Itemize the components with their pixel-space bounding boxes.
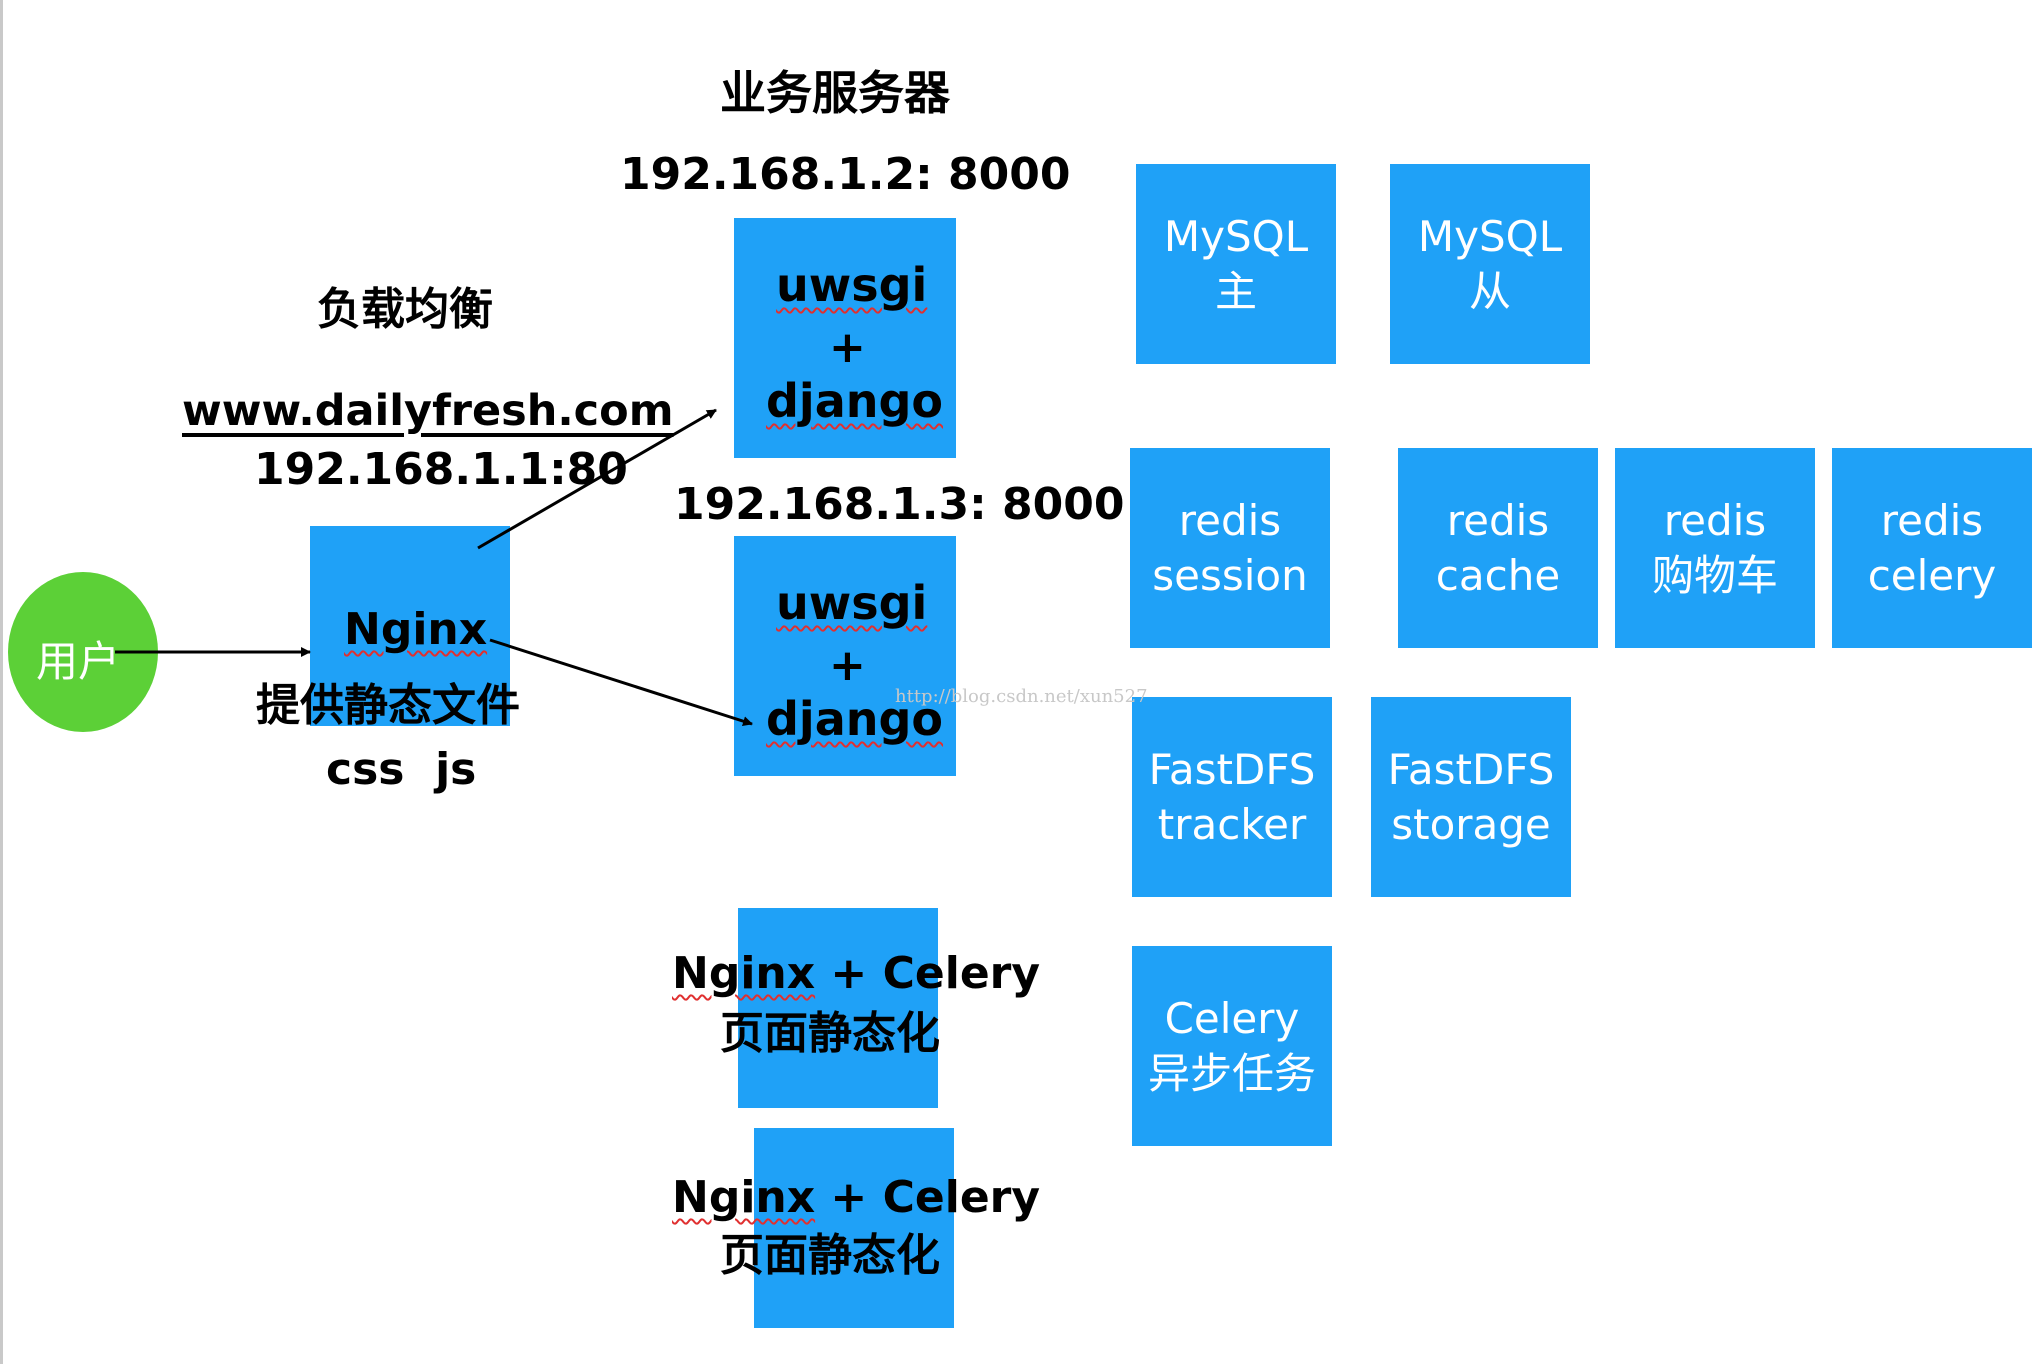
fastdfs-storage-box: FastDFS storage [1371, 697, 1571, 897]
redis-cart-label: redis 购物车 [1615, 448, 1815, 648]
nginx-label: Nginx [344, 604, 488, 655]
celery-async-line1: Celery [1164, 993, 1300, 1043]
app-server-2-box [734, 536, 956, 776]
arrow-nginx-to-server2 [489, 638, 753, 727]
redis-session-line1: redis [1178, 495, 1282, 545]
fastdfs-storage-line1: FastDFS [1387, 744, 1555, 794]
celery-async-line2: 异步任务 [1147, 1049, 1316, 1098]
app-server-1-uwsgi: uwsgi [776, 258, 928, 312]
fastdfs-tracker-line2: tracker [1157, 800, 1307, 849]
celery-async-box: Celery 异步任务 [1132, 946, 1332, 1146]
fastdfs-tracker-box: FastDFS tracker [1132, 697, 1332, 897]
load-balancer-address: 192.168.1.1:80 [254, 444, 628, 495]
redis-celery-label: redis celery [1832, 448, 2032, 648]
static-server-1-title: Nginx + Celery [672, 952, 1040, 996]
celery-async-label: Celery 异步任务 [1132, 946, 1332, 1146]
app-server-1-box [734, 218, 956, 458]
static-server-1-nginx: Nginx [672, 948, 816, 999]
mysql-slave-line2: 从 [1468, 267, 1511, 316]
redis-cart-line2: 购物车 [1651, 551, 1778, 600]
mysql-slave-label: MySQL 从 [1390, 164, 1590, 364]
mysql-master-line2: 主 [1214, 267, 1257, 316]
watermark: http://blog.csdn.net/xun527 [895, 686, 1148, 707]
mysql-slave-line1: MySQL [1417, 211, 1563, 261]
arrow-nginx-to-server1 [477, 408, 717, 550]
redis-session-box: redis session [1130, 448, 1330, 648]
redis-cart-line1: redis [1663, 495, 1767, 545]
static-server-2-box [754, 1128, 954, 1328]
app-server-1-plus: + [829, 322, 866, 373]
nginx-static-assets: css js [326, 744, 477, 795]
user-label: 用户 [36, 637, 121, 686]
app-server-2-django: django [766, 692, 944, 746]
redis-cart-box: redis 购物车 [1615, 448, 1815, 648]
static-server-2-nginx: Nginx [672, 1172, 816, 1223]
static-server-2-desc: 页面静态化 [720, 1230, 940, 1281]
server2-address: 192.168.1.3: 8000 [674, 479, 1125, 530]
left-border [0, 0, 3, 1364]
app-server-2-uwsgi: uwsgi [776, 576, 928, 630]
static-server-1-celery: + Celery [815, 948, 1041, 999]
nginx-static-desc: 提供静态文件 [256, 680, 520, 731]
server1-address: 192.168.1.2: 8000 [620, 149, 1071, 200]
mysql-master-line1: MySQL [1163, 211, 1309, 261]
redis-cache-box: redis cache [1398, 448, 1598, 648]
server-group-title: 业务服务器 [720, 66, 950, 120]
static-server-1-box [738, 908, 938, 1108]
static-server-2-celery: + Celery [815, 1172, 1041, 1223]
static-server-1-desc: 页面静态化 [720, 1008, 940, 1059]
nginx-box [310, 526, 510, 726]
fastdfs-tracker-label: FastDFS tracker [1132, 697, 1332, 897]
mysql-master-box: MySQL 主 [1136, 164, 1336, 364]
redis-celery-box: redis celery [1832, 448, 2032, 648]
app-server-2-plus: + [829, 640, 866, 691]
load-balancer-title: 负载均衡 [317, 284, 493, 335]
redis-celery-line1: redis [1880, 495, 1984, 545]
redis-cache-label: redis cache [1398, 448, 1598, 648]
redis-session-label: redis session [1130, 448, 1330, 648]
fastdfs-storage-label: FastDFS storage [1371, 697, 1571, 897]
redis-cache-line2: cache [1435, 551, 1561, 600]
redis-session-line2: session [1152, 551, 1308, 600]
load-balancer-domain: www.dailyfresh.com [182, 386, 674, 436]
static-server-2-title: Nginx + Celery [672, 1176, 1040, 1220]
redis-cache-line1: redis [1446, 495, 1550, 545]
app-server-1-django: django [766, 374, 944, 428]
fastdfs-storage-line2: storage [1391, 800, 1551, 849]
fastdfs-tracker-line1: FastDFS [1148, 744, 1316, 794]
redis-celery-line2: celery [1867, 551, 1997, 600]
mysql-slave-box: MySQL 从 [1390, 164, 1590, 364]
mysql-master-label: MySQL 主 [1136, 164, 1336, 364]
